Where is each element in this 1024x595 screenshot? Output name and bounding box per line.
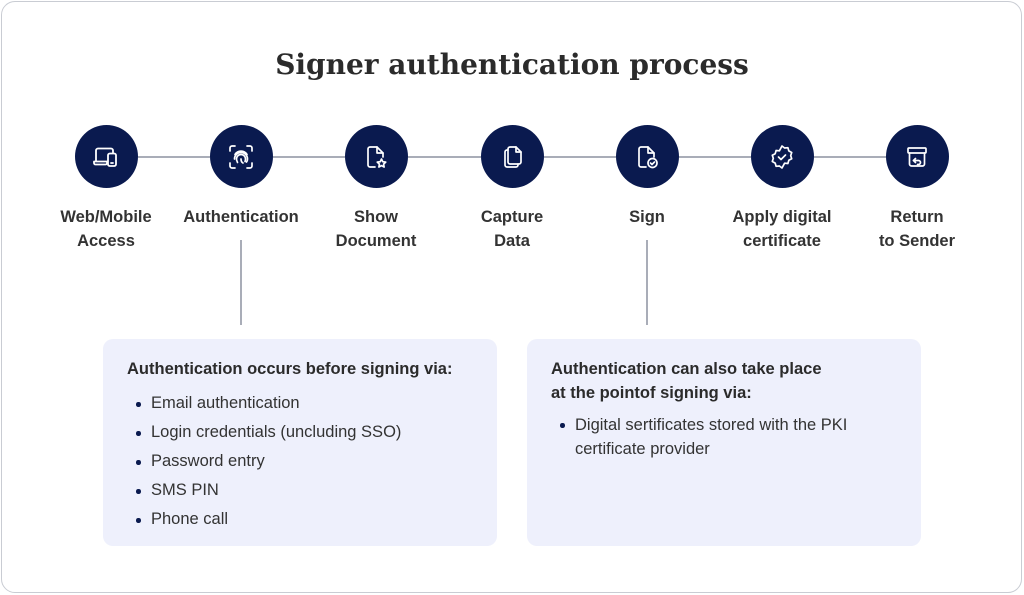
bullet-icon [136,489,141,494]
laptop-phone-icon [93,147,117,167]
step-circle [885,125,949,188]
bullet-icon [560,423,565,428]
list-item: Email authentication [127,389,473,418]
step-label: Return to Sender [878,208,956,250]
step-circle [74,125,138,188]
step-circle [615,125,679,188]
documents-copy-icon [504,145,522,168]
step-circle [480,125,544,188]
connector-4-5 [544,156,616,158]
bullet-icon [136,518,141,523]
step-label: Authentication [183,208,299,226]
connector-2-3 [273,156,345,158]
step-authentication: Authentication [166,125,316,229]
card-title: Authentication can also take place at th… [551,360,822,402]
step-label: Web/Mobile Access [60,208,152,250]
fingerprint-icon [229,144,253,169]
card-before-signing: Authentication occurs before signing via… [103,339,497,546]
method-list: Email authentication Login credentials (… [127,389,473,534]
document-check-icon [638,145,658,168]
step-sign: Sign [572,125,722,229]
step-circle [344,125,408,188]
document-star-icon [367,145,387,168]
list-item: SMS PIN [127,476,473,505]
step-web-mobile-access: Web/Mobile Access [31,125,181,253]
step-return-to-sender: Return to Sender [842,125,992,253]
step-circle [750,125,814,188]
badge-check-icon [771,144,793,169]
card-at-signing: Authentication can also take place at th… [527,339,921,546]
step-label: Apply digital certificate [732,208,832,250]
step-label: Capture Data [480,208,544,250]
connector-5-6 [679,156,751,158]
step-apply-digital-certificate: Apply digital certificate [707,125,857,253]
list-item: Digital sertificates stored with the PKI… [551,413,897,461]
step-circle [209,125,273,188]
bullet-icon [136,431,141,436]
step-label: Sign [629,208,665,226]
card-title: Authentication occurs before signing via… [127,360,453,378]
list-item: Phone call [127,505,473,534]
bullet-icon [136,402,141,407]
step-capture-data: Capture Data [437,125,587,253]
connector-1-2 [138,156,210,158]
pointer-line-sign [646,240,648,325]
list-item: Password entry [127,447,473,476]
box-return-icon [907,146,927,167]
method-list: Digital sertificates stored with the PKI… [551,413,897,461]
step-show-document: Show Document [301,125,451,253]
bullet-icon [136,460,141,465]
pointer-line-authentication [240,240,242,325]
connector-6-7 [814,156,887,158]
step-label: Show Document [335,208,417,250]
connector-3-4 [408,156,481,158]
diagram-title: Signer authentication process [275,48,749,81]
list-item: Login credentials (uncluding SSO) [127,418,473,447]
